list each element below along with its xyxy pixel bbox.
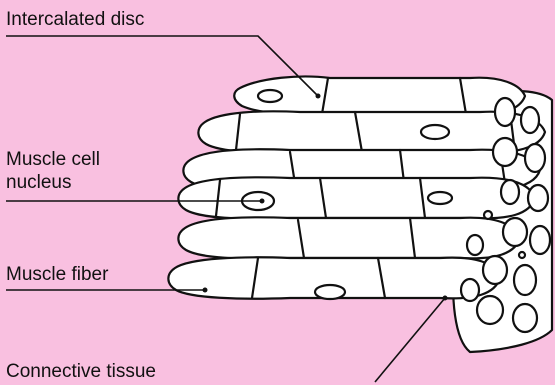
muscle-fiber-row-1 bbox=[234, 76, 525, 114]
connective-tissue-label: Connective tissue bbox=[6, 360, 156, 383]
intercalated-disc-label: Intercalated disc bbox=[6, 8, 144, 31]
nucleus-label-line-2: nucleus bbox=[6, 171, 100, 194]
muscle-fiber-row-4 bbox=[178, 177, 535, 218]
connective-tissue-leader bbox=[375, 298, 445, 382]
muscle-fiber-label: Muscle fiber bbox=[6, 263, 108, 286]
muscle-cell-nucleus-label: Muscle cell nucleus bbox=[6, 148, 100, 194]
muscle-fiber-row-6 bbox=[168, 257, 500, 299]
nucleus-label-line-1: Muscle cell bbox=[6, 148, 100, 171]
